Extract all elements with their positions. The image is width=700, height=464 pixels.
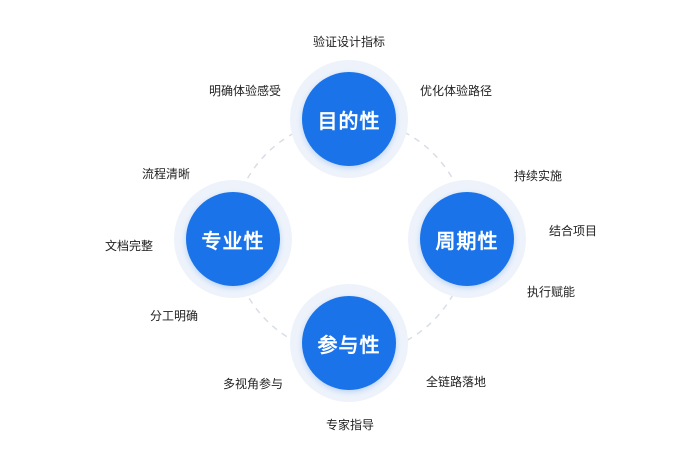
- label-clarify-experience: 明确体验感受: [209, 84, 282, 98]
- node-periodic: 周期性: [408, 180, 526, 298]
- label-clear-process: 流程清晰: [142, 167, 191, 181]
- node-professional: 专业性: [174, 180, 292, 298]
- label-complete-docs: 文档完整: [105, 239, 154, 253]
- node-participation: 参与性: [290, 284, 408, 402]
- label-full-chain: 全链路落地: [426, 375, 487, 389]
- label-optimize-path: 优化体验路径: [420, 84, 493, 98]
- node-periodic-title: 周期性: [435, 228, 499, 253]
- node-periodic-core: 周期性: [420, 192, 514, 286]
- node-participation-title: 参与性: [317, 332, 381, 357]
- label-expert-guidance: 专家指导: [326, 418, 375, 432]
- label-multi-perspective: 多视角参与: [223, 377, 284, 391]
- node-professional-title: 专业性: [201, 228, 265, 253]
- label-execution-empowerment: 执行赋能: [527, 285, 576, 299]
- label-continuous-implementation: 持续实施: [514, 169, 563, 183]
- node-purpose-title: 目的性: [317, 108, 381, 133]
- label-verify-design-metrics: 验证设计指标: [313, 35, 386, 49]
- node-purpose-core: 目的性: [302, 72, 396, 166]
- node-purpose: 目的性: [290, 60, 408, 178]
- node-participation-core: 参与性: [302, 296, 396, 390]
- node-professional-core: 专业性: [186, 192, 280, 286]
- label-combine-projects: 结合项目: [549, 224, 598, 238]
- label-clear-division: 分工明确: [150, 309, 199, 323]
